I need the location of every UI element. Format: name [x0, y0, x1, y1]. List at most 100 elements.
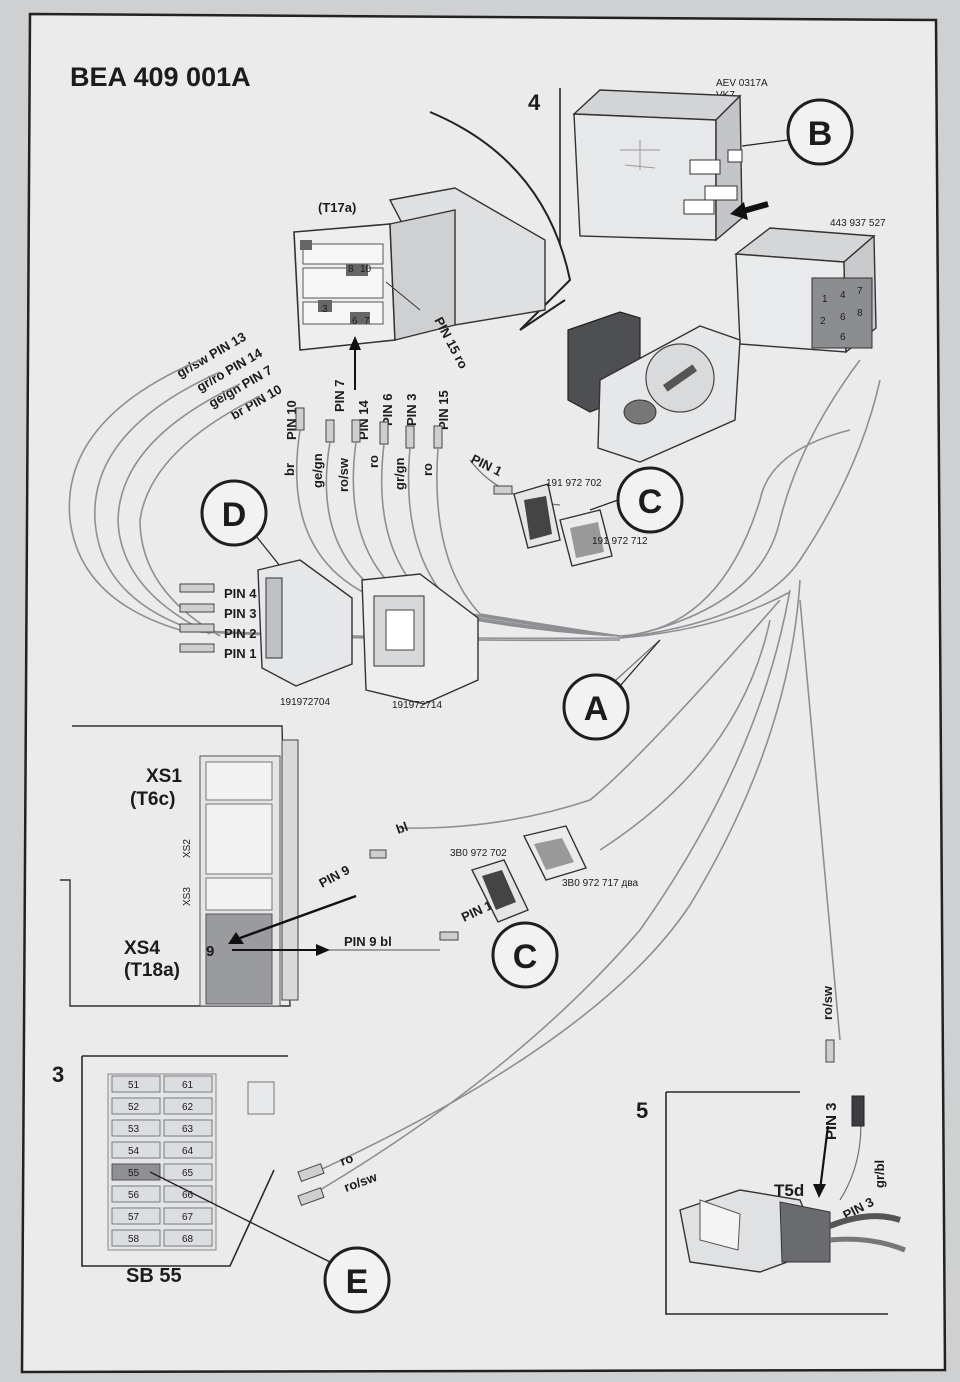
- diagram-title: BEA 409 001A: [70, 62, 251, 92]
- callout-B-circle: [786, 98, 854, 166]
- fuse-63: 63: [182, 1124, 194, 1135]
- socket-cell-7: 7: [857, 286, 863, 297]
- callout-D-label: D: [222, 496, 247, 534]
- vert-color-ro-sw: ro/sw: [336, 457, 351, 492]
- pin9-out-label: PIN 9 bl: [344, 934, 392, 949]
- vert-color-gr-gn: gr/gn: [392, 457, 407, 490]
- relay-socket: [734, 227, 877, 354]
- socket-cell-4: 4: [840, 290, 846, 301]
- fuse-52: 52: [128, 1102, 140, 1113]
- d-pin3: PIN 3: [224, 606, 257, 621]
- pin9-in-arrow: [239, 894, 357, 940]
- fuse-wire-terminals: [297, 1163, 325, 1207]
- callout-B-label: B: [808, 115, 833, 153]
- fuse-51: 51: [128, 1080, 140, 1091]
- callout-E-leader: [149, 1171, 331, 1263]
- section-3-number: 3: [52, 1062, 64, 1087]
- callout-C-top-label: C: [638, 483, 663, 521]
- callout-B-leader: [741, 139, 789, 147]
- socket-cell-6b: 6: [840, 332, 846, 343]
- socket-cell-2: 2: [820, 316, 826, 327]
- fuse-sb55-label: SB 55: [126, 1265, 182, 1287]
- d-pin2: PIN 2: [224, 626, 257, 641]
- vert-color-ro2: ro: [420, 463, 435, 476]
- connector-C-bottom: [369, 825, 587, 941]
- switch-connector-T17a: [293, 187, 546, 351]
- xs1-sub-label: (T6c): [130, 789, 175, 810]
- detail-bubble-outline: [429, 111, 572, 331]
- c-top-part1: 191 972 702: [546, 478, 602, 489]
- t17a-pin-3: 3: [322, 304, 328, 315]
- s5-pin3-arrow: [818, 1125, 830, 1191]
- fuse-57: 57: [128, 1212, 140, 1223]
- connector-C-top: [493, 483, 613, 567]
- fuse-53: 53: [128, 1124, 140, 1135]
- c-top-part2: 191 972 712: [592, 536, 648, 547]
- xs2-label: XS2: [182, 839, 193, 858]
- fuse-62: 62: [182, 1102, 194, 1113]
- s5-terminal: [825, 1039, 835, 1063]
- vert-color-ge-gn: ge/gn: [310, 453, 325, 488]
- t17a-arrow-head: [349, 336, 361, 350]
- vert-color-br: br: [282, 463, 297, 476]
- relay-socket-part-number: 443 937 527: [830, 218, 886, 229]
- socket-cell-1: 1: [822, 294, 828, 305]
- t17a-pin-6: 6: [352, 316, 358, 327]
- xs1-label: XS1: [146, 766, 182, 787]
- vert-pin15: PIN 15: [436, 390, 451, 430]
- switch-connector-name: (T17a): [318, 200, 356, 215]
- xs3-label: XS3: [182, 887, 193, 906]
- xs4-pin-number: 9: [206, 943, 214, 960]
- callout-C-bottom-label: C: [513, 938, 538, 976]
- s5-pin3-label: PIN 3: [823, 1102, 840, 1140]
- connector-D-body: [257, 559, 479, 705]
- s5-connector-photo: [679, 1189, 906, 1273]
- pin15-leader: [385, 281, 421, 311]
- d-part2: 191972714: [392, 700, 442, 711]
- section-5-number: 5: [636, 1098, 648, 1123]
- vert-pin7: PIN 7: [332, 379, 347, 412]
- instrument-panel: [60, 725, 299, 1007]
- light-switch: [567, 311, 741, 463]
- t17a-pin-7: 7: [364, 316, 370, 327]
- connector-D-pins: [179, 583, 215, 653]
- callout-C-bottom-circle: [491, 921, 559, 989]
- callout-C-top-leader: [589, 499, 619, 511]
- fuse-68: 68: [182, 1234, 194, 1245]
- vert-pin6: PIN 6: [380, 393, 395, 426]
- d-part1: 191972704: [280, 697, 330, 708]
- section-5-bracket: [665, 1091, 888, 1315]
- callout-E-circle: [323, 1246, 391, 1314]
- section-3-bracket: [81, 1055, 288, 1267]
- fuse-55: 55: [128, 1168, 140, 1179]
- fuse-54: 54: [128, 1146, 140, 1157]
- vert-pin10: PIN 10: [284, 400, 299, 440]
- section-4-number: 4: [528, 90, 541, 115]
- xs4-sub-label: (T18a): [124, 960, 180, 981]
- fuse-58: 58: [128, 1234, 140, 1245]
- callout-A-label: A: [584, 690, 609, 728]
- d-pin1: PIN 1: [224, 646, 257, 661]
- fuse-65: 65: [182, 1168, 194, 1179]
- socket-cell-8: 8: [857, 308, 863, 319]
- relay-code-1: AEV 0317A: [716, 78, 768, 89]
- callout-A-circle: [562, 673, 630, 741]
- pin9-in-arrowhead: [228, 932, 244, 944]
- t17a-pin-10: 10: [360, 264, 372, 275]
- s5-t5d-label: T5d: [774, 1181, 804, 1200]
- fuse-66: 66: [182, 1190, 194, 1201]
- fuse-wire-ro: ro: [338, 1150, 355, 1169]
- pin9-in-color: bl: [394, 819, 410, 837]
- s5-pin3-arrowhead: [813, 1184, 826, 1198]
- socket-cell-6a: 6: [840, 312, 846, 323]
- vert-pin3: PIN 3: [404, 393, 419, 426]
- c-bottom-part2: 3B0 972 717 два: [562, 878, 639, 889]
- fuse-61: 61: [182, 1080, 194, 1091]
- d-pin4: PIN 4: [224, 586, 257, 601]
- fuse-56: 56: [128, 1190, 140, 1201]
- callout-D-circle: [200, 479, 268, 547]
- relay-body: [572, 89, 769, 242]
- xs4-label: XS4: [124, 938, 160, 959]
